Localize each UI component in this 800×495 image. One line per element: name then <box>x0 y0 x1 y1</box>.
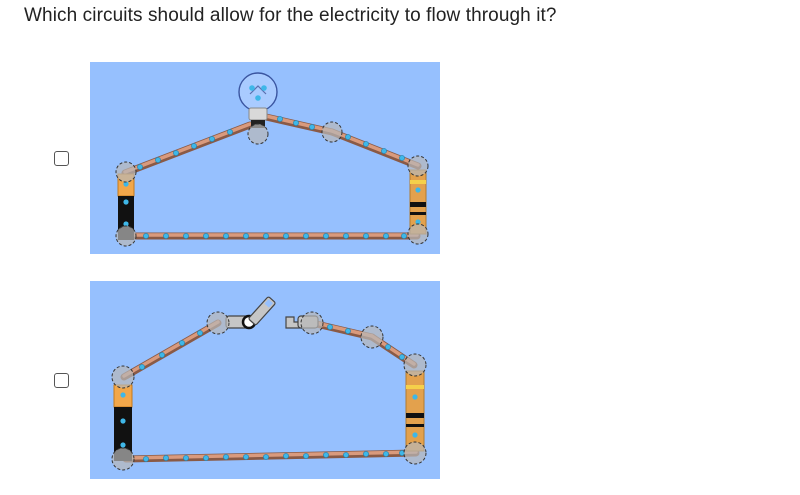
circuit-1-image <box>90 62 440 254</box>
wire-icon <box>121 113 422 240</box>
battery-icon <box>113 384 133 461</box>
circuit-1-diagram <box>115 72 429 247</box>
light-bulb-icon <box>238 72 278 128</box>
question-text: Which circuits should allow for the elec… <box>24 5 557 26</box>
option-circuit-1 <box>0 62 800 254</box>
resistor-icon <box>405 370 425 452</box>
option-2-checkbox[interactable] <box>54 373 69 388</box>
electron-icons <box>137 116 407 239</box>
option-1-checkbox[interactable] <box>54 151 69 166</box>
electron-icons <box>139 324 405 462</box>
junction-icons <box>111 311 427 471</box>
circuit-2-image <box>90 281 440 479</box>
option-circuit-2 <box>0 281 800 479</box>
junction-icons <box>115 121 429 247</box>
circuit-2-diagram <box>111 296 427 471</box>
